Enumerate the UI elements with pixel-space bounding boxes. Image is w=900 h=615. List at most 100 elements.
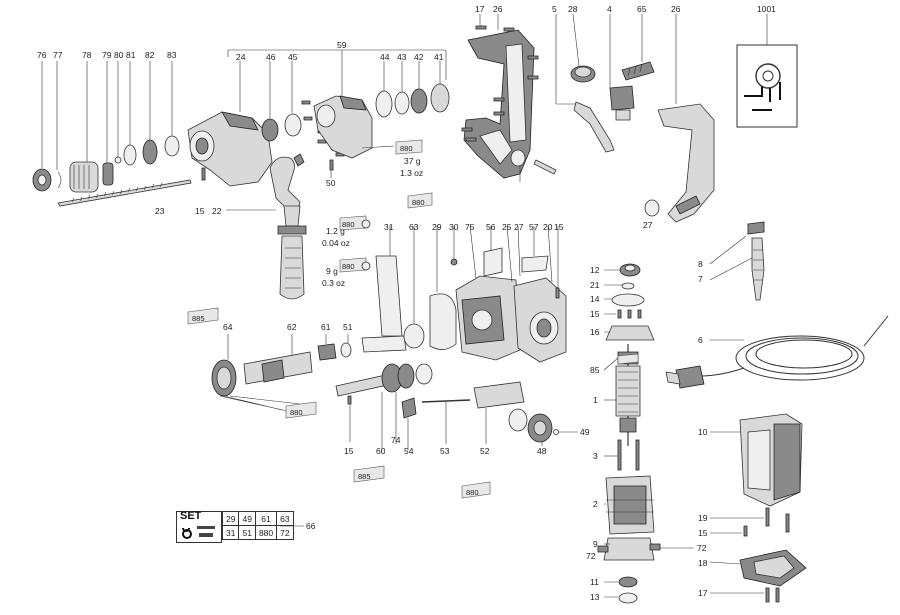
label-8: 8 <box>698 259 703 269</box>
label-17-top: 17 <box>475 4 485 14</box>
part-61-bush <box>317 343 337 361</box>
part-18-cover <box>709 549 807 587</box>
set-cell: 29 <box>221 511 240 526</box>
label-82: 82 <box>145 50 155 60</box>
label-80: 80 <box>114 50 124 60</box>
label-6: 6 <box>698 335 703 345</box>
set-cell: 49 <box>238 511 256 526</box>
label-43: 43 <box>397 52 407 62</box>
grease-label-7: 880 <box>466 488 479 497</box>
set-kit-box <box>176 511 222 543</box>
part-26-right-handle <box>657 14 715 223</box>
part-77-clip <box>57 171 62 189</box>
part-25-cover <box>506 225 567 363</box>
label-85: 85 <box>590 365 600 375</box>
set-title: SET <box>180 510 202 522</box>
part-2-stator <box>604 475 655 535</box>
label-5: 5 <box>552 4 557 14</box>
label-72-right: 72 <box>697 543 707 553</box>
label-15-e: 15 <box>698 528 708 538</box>
set-cell: 880 <box>254 525 278 540</box>
part-27-bushing-b <box>644 199 660 217</box>
grease-880-a <box>361 139 423 155</box>
part-31-tube <box>375 255 403 337</box>
part-60-gear-shaft <box>335 363 415 397</box>
label-62: 62 <box>287 322 297 332</box>
label-27: 27 <box>514 222 524 232</box>
label-79: 79 <box>102 50 112 60</box>
label-26-top: 26 <box>493 4 503 14</box>
part-75-housing <box>455 225 521 361</box>
label-1: 1 <box>593 395 598 405</box>
part-15-screw-d <box>347 395 352 405</box>
label-28: 28 <box>568 4 578 14</box>
part-29-gasket <box>429 293 457 350</box>
part-44-ring <box>375 90 393 118</box>
grease-label-6: 885 <box>192 314 205 323</box>
label-45: 45 <box>288 52 298 62</box>
label-83: 83 <box>167 50 177 60</box>
label-56: 56 <box>486 222 496 232</box>
part-3-screws <box>617 439 640 471</box>
grease-880-d <box>339 257 371 273</box>
label-1001: 1001 <box>757 4 776 14</box>
grease-885-b <box>353 465 385 483</box>
label-54: 54 <box>404 446 414 456</box>
grease-880-f <box>461 481 491 499</box>
label-17-bottom: 17 <box>698 588 708 598</box>
grease-label-4: 880 <box>342 262 355 271</box>
label-42: 42 <box>414 52 424 62</box>
part-7-protector <box>751 237 765 301</box>
label-20: 20 <box>543 222 553 232</box>
part-82-bush <box>142 139 158 165</box>
part-64-gear <box>211 334 237 397</box>
part-15-screws-c <box>617 309 642 319</box>
label-13: 13 <box>590 592 600 602</box>
part-13-ring <box>618 592 638 604</box>
part-81-ring <box>123 144 137 166</box>
grease-885-a <box>187 307 219 325</box>
label-12: 12 <box>590 265 600 275</box>
label-4: 4 <box>607 4 612 14</box>
label-76: 76 <box>37 50 47 60</box>
label-57: 57 <box>529 222 539 232</box>
part-27-bushing <box>510 149 526 167</box>
label-7: 7 <box>698 274 703 284</box>
part-63-ring <box>403 323 425 349</box>
inset-1001 <box>736 14 798 128</box>
part-51-ring <box>340 342 352 358</box>
part-42-bearing <box>410 88 428 114</box>
note-9g: 9 g <box>326 266 338 276</box>
part-ring-lower <box>415 363 433 385</box>
label-21: 21 <box>590 280 600 290</box>
label-26-right: 26 <box>671 4 681 14</box>
label-77: 77 <box>53 50 63 60</box>
part-65-grommet <box>621 61 655 81</box>
part-14-plate <box>611 293 645 307</box>
label-29: 29 <box>432 222 442 232</box>
part-20-pin <box>533 159 557 175</box>
part-52-mechanism <box>473 381 525 409</box>
label-10: 10 <box>698 427 708 437</box>
part-12-bearing <box>619 263 641 277</box>
part-15-screw-b <box>555 287 560 299</box>
grease-880-c <box>339 215 371 231</box>
label-3: 3 <box>593 451 598 461</box>
label-19: 19 <box>698 513 708 523</box>
chuck-parts-group <box>32 61 192 207</box>
label-31: 31 <box>384 222 394 232</box>
part-43-ring <box>394 91 410 115</box>
part-21-ring <box>621 282 635 290</box>
part-48-knob <box>508 408 553 446</box>
note-37g: 37 g <box>404 156 421 166</box>
part-26-handle-half <box>463 14 535 179</box>
screws-lower <box>743 507 790 537</box>
label-16: 16 <box>590 327 600 337</box>
grease-label-2: 880 <box>412 198 425 207</box>
set-row-2: 31 51 880 72 <box>221 525 294 540</box>
part-9-brush-holder <box>603 537 655 561</box>
label-65: 65 <box>637 4 647 14</box>
set-cell: 31 <box>221 525 240 540</box>
label-60: 60 <box>376 446 386 456</box>
label-78: 78 <box>82 50 92 60</box>
